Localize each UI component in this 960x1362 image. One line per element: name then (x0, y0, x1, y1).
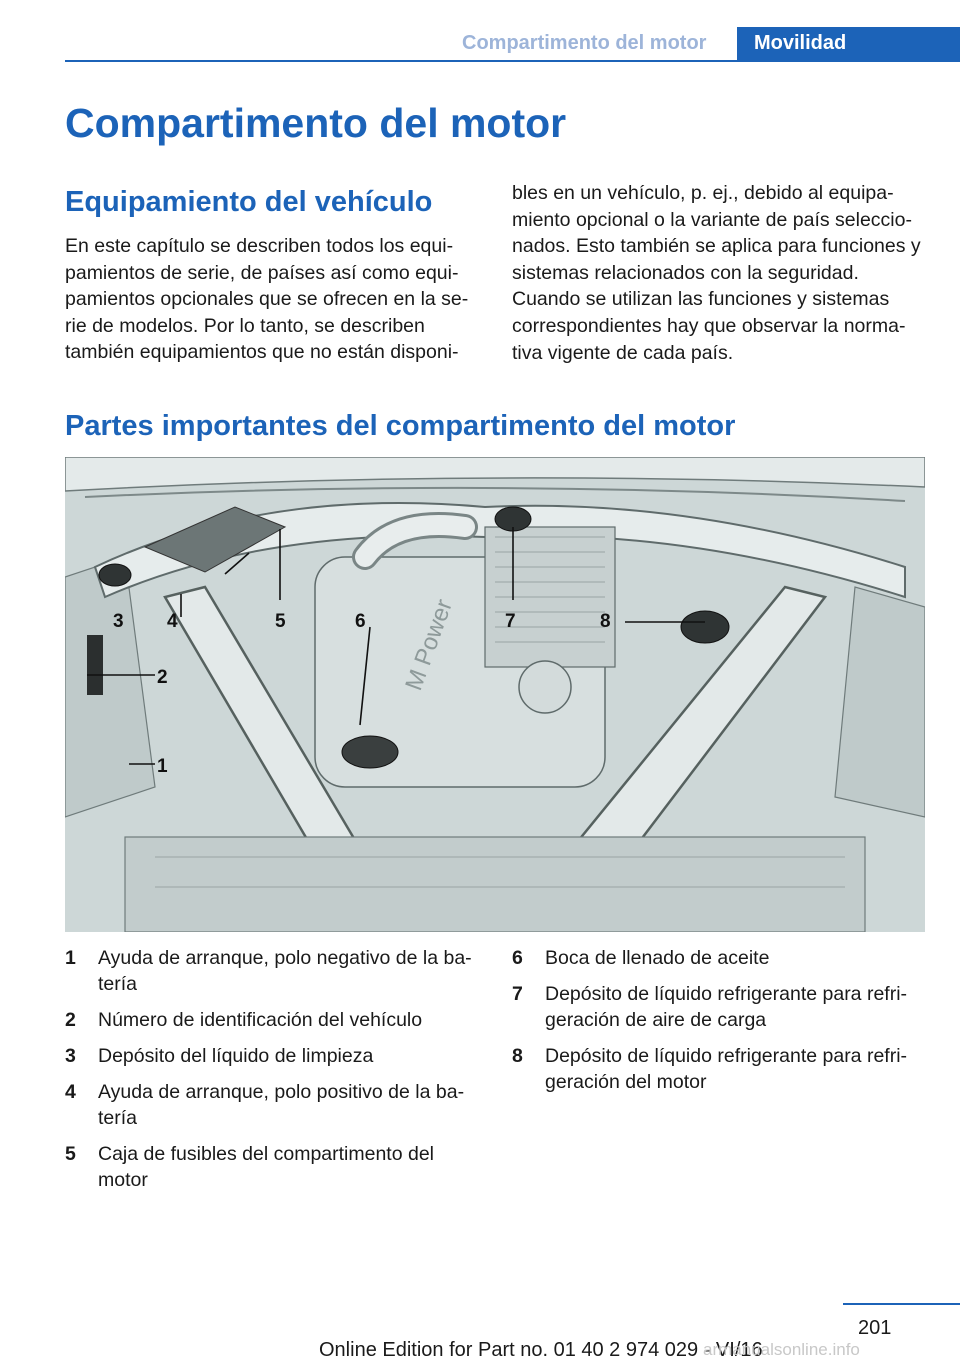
equipment-text-col1: En este capítulo se describen todos los … (65, 235, 469, 364)
edition-line: Online Edition for Part no. 01 40 2 974 … (319, 1339, 763, 1361)
parts-heading: Partes importantes del compartimento del… (65, 410, 736, 442)
equipment-text-col2: bles en un vehículo, p. ej., debido al e… (512, 182, 921, 364)
page-title: Compartimento del motor (65, 100, 567, 146)
chapter-tab: Movilidad (737, 27, 960, 61)
header-rule (65, 60, 960, 62)
callout-8: 8 (600, 611, 611, 632)
callout-2: 2 (157, 667, 168, 688)
callout-1: 1 (157, 756, 168, 777)
equipment-heading: Equipamiento del vehículo (65, 186, 433, 218)
watermark: armanualsonline.info (703, 1340, 860, 1359)
page-number: 201 (858, 1317, 892, 1339)
engine-bay-illustration: M Power 3 4 5 6 (65, 457, 925, 932)
callout-3: 3 (113, 611, 124, 632)
callout-5: 5 (275, 611, 286, 632)
running-header-section: Compartimento del motor (462, 32, 707, 54)
callout-6: 6 (355, 611, 366, 632)
callout-7: 7 (505, 611, 516, 632)
footer-rule (843, 1303, 960, 1305)
callout-4: 4 (167, 611, 178, 632)
